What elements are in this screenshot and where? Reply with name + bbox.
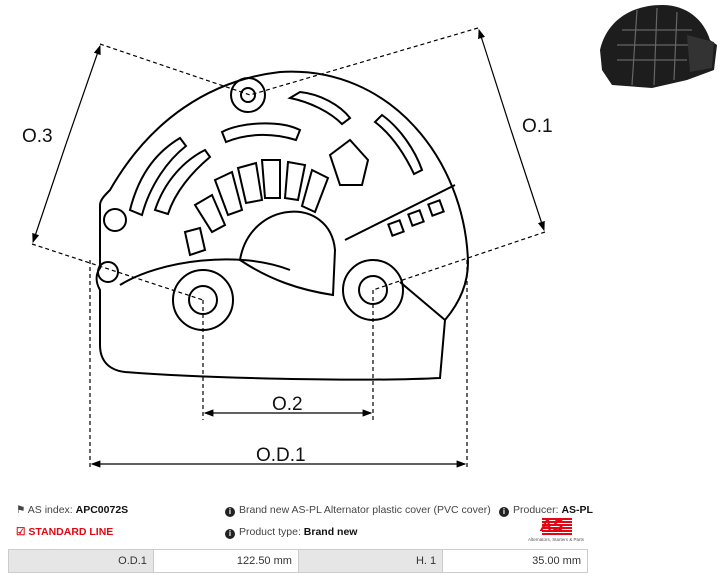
- info-icon: i: [499, 507, 509, 517]
- dimension-lines: [32, 28, 545, 468]
- spec-name: O.D.1: [8, 549, 154, 573]
- technical-drawing: O.3 O.1 O.2 O.D.1: [22, 27, 553, 470]
- dimension-label-o2: O.2: [272, 394, 303, 415]
- table-row: O.D.1 122.50 mm H. 1 35.00 mm: [8, 549, 588, 573]
- checkbox-icon: ☑: [16, 526, 26, 538]
- spec-value: 122.50 mm: [152, 549, 299, 573]
- product-photo: [600, 5, 717, 88]
- dimension-label-o1: O.1: [522, 116, 553, 137]
- dimension-label-od1: O.D.1: [256, 445, 306, 466]
- as-index-value: APC0072S: [75, 504, 129, 516]
- tag-icon: ⚑: [16, 504, 26, 516]
- as-pl-logo: AS Alternators, Starters & Parts: [528, 516, 585, 542]
- spec-name: H. 1: [297, 549, 444, 573]
- info-icon: i: [225, 507, 235, 517]
- info-icon: i: [225, 529, 235, 539]
- cover-outline: [95, 70, 470, 381]
- standard-line-badge: ☑ STANDARD LINE: [16, 526, 114, 538]
- specs-table: O.D.1 122.50 mm H. 1 35.00 mm: [8, 549, 588, 573]
- dimension-extension-lines: [31, 27, 546, 470]
- spec-value: 35.00 mm: [442, 549, 588, 573]
- as-index: ⚑ AS index: APC0072S: [16, 504, 129, 516]
- dimension-label-o3: O.3: [22, 126, 53, 147]
